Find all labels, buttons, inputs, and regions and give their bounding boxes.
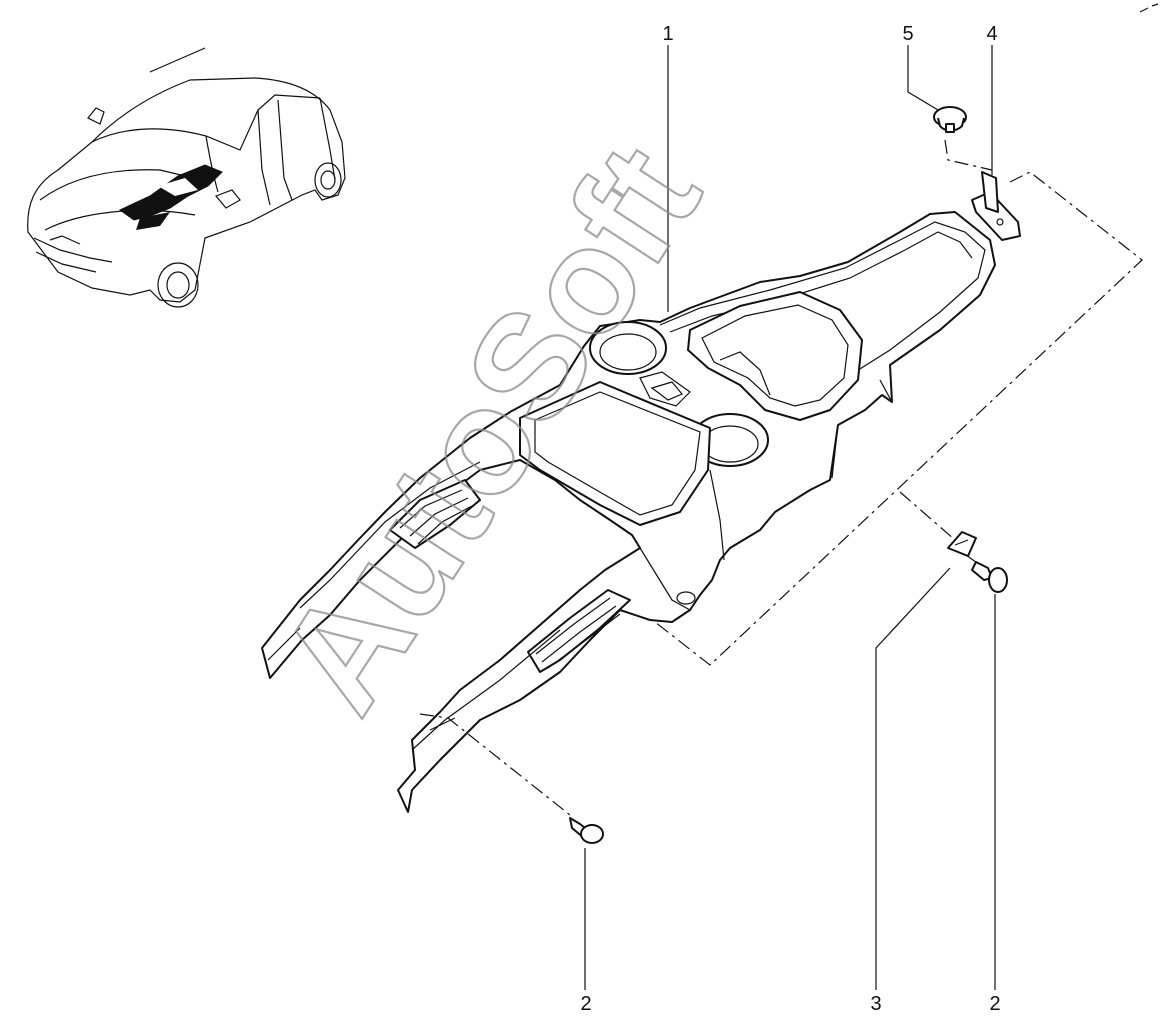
callout-5: 5	[902, 23, 913, 45]
clip-part-5	[933, 106, 967, 133]
callout-2-right: 2	[989, 993, 1000, 1015]
corner-mark-icon	[1139, 3, 1159, 13]
callout-1: 1	[662, 23, 673, 45]
callout-3: 3	[870, 993, 881, 1015]
callout-labels: 1 5 4 2 3 2	[580, 23, 1000, 1015]
screw-part-2-left	[569, 817, 604, 844]
center-console	[261, 211, 996, 813]
bracket-part-4	[971, 171, 1021, 241]
screw-part-2-right	[971, 561, 1008, 593]
assembly-lines	[419, 139, 1143, 816]
clip-part-3	[947, 531, 977, 557]
leader-lines	[584, 45, 996, 990]
callout-4: 4	[986, 23, 997, 45]
vehicle-thumbnail	[27, 47, 346, 308]
callout-2-left: 2	[580, 993, 591, 1015]
